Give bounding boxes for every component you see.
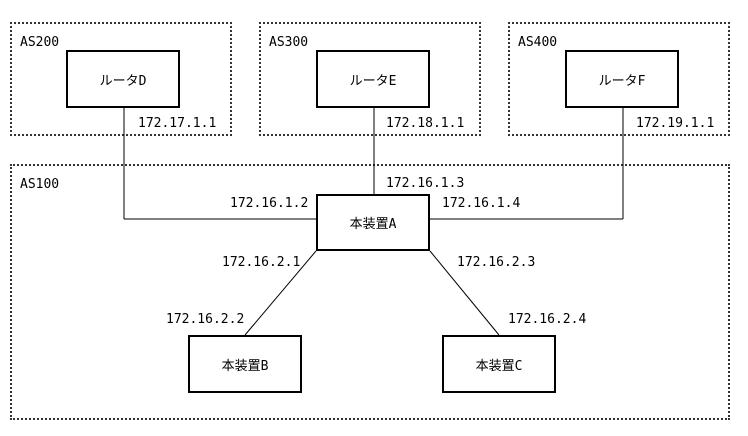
device-b-node: 本装置B — [188, 335, 302, 393]
ip-b: 172.16.2.2 — [166, 312, 245, 327]
router-e-node: ルータE — [316, 50, 430, 108]
link-a-c — [429, 250, 500, 336]
as100-group — [10, 164, 730, 420]
as200-group — [10, 22, 232, 136]
router-d-node: ルータD — [66, 50, 180, 108]
router-f-label: ルータF — [598, 73, 646, 89]
as300-label: AS300 — [269, 35, 309, 50]
ip-a-to-b: 172.16.2.1 — [222, 255, 301, 270]
router-d-label: ルータD — [99, 73, 147, 89]
ip-a-to-d: 172.16.1.2 — [230, 196, 309, 211]
ip-a-to-f: 172.16.1.4 — [442, 196, 521, 211]
as300-group — [259, 22, 481, 136]
device-c-node: 本装置C — [442, 335, 556, 393]
as100-label: AS100 — [20, 177, 60, 192]
ip-router-f: 172.19.1.1 — [636, 116, 715, 131]
link-a-b — [244, 250, 317, 336]
device-c-label: 本装置C — [475, 358, 523, 374]
ip-router-d: 172.17.1.1 — [138, 116, 217, 131]
ip-a-to-e: 172.16.1.3 — [386, 176, 465, 191]
as400-label: AS400 — [518, 35, 558, 50]
ip-a-to-c: 172.16.2.3 — [457, 255, 536, 270]
as200-label: AS200 — [20, 35, 60, 50]
device-a-node: 本装置A — [316, 194, 430, 251]
as400-group — [508, 22, 730, 136]
device-b-label: 本装置B — [221, 358, 269, 374]
ip-c: 172.16.2.4 — [508, 312, 587, 327]
ip-router-e: 172.18.1.1 — [386, 116, 465, 131]
router-f-node: ルータF — [565, 50, 679, 108]
device-a-label: 本装置A — [349, 217, 397, 232]
router-e-label: ルータE — [349, 73, 397, 89]
